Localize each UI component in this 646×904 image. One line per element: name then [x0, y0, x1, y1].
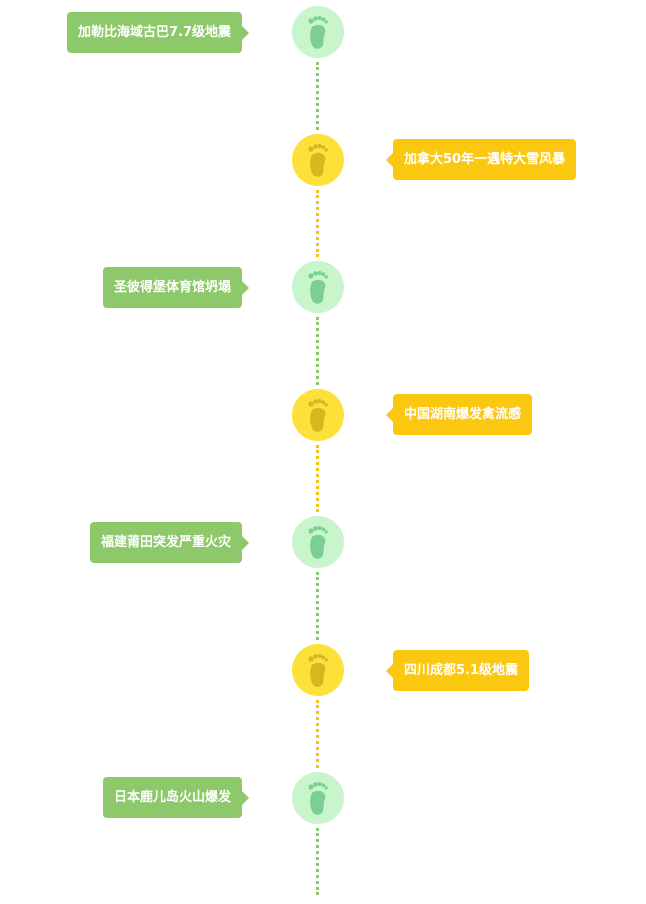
footprint-icon [308, 398, 328, 432]
footprint-icon [308, 271, 328, 304]
timeline-connector [316, 317, 319, 385]
footprint-icon [308, 143, 328, 177]
event-label[interactable]: 加拿大50年一遇特大雪风暴 [385, 139, 577, 181]
timeline-node [292, 133, 344, 186]
event-label[interactable]: 圣彼得堡体育馆坍塌 [102, 266, 250, 308]
timeline-connector [316, 572, 319, 640]
timeline-node [292, 644, 344, 696]
timeline-connector [316, 62, 319, 130]
timeline-connector [316, 827, 319, 896]
event-label[interactable]: 中国湖南爆发禽流感 [385, 394, 533, 436]
event-label[interactable]: 加勒比海域古巴7.7级地震 [66, 11, 250, 53]
timeline-connector [316, 444, 319, 513]
footprint-icon [308, 526, 328, 560]
event-label[interactable]: 福建莆田突发严重火灾 [89, 521, 250, 563]
timeline-node [292, 516, 344, 569]
event-label[interactable]: 四川成都5.1级地震 [385, 649, 530, 691]
timeline-connector [316, 189, 319, 258]
timeline-node [292, 771, 344, 824]
timeline-node [292, 388, 344, 441]
event-label[interactable]: 日本鹿儿岛火山爆发 [102, 777, 250, 819]
footprint-icon [308, 781, 328, 815]
timeline-node [292, 6, 344, 58]
timeline-connector [316, 700, 319, 768]
timeline-node [292, 261, 344, 314]
footprint-icon [308, 653, 328, 687]
footprint-icon [308, 15, 328, 49]
